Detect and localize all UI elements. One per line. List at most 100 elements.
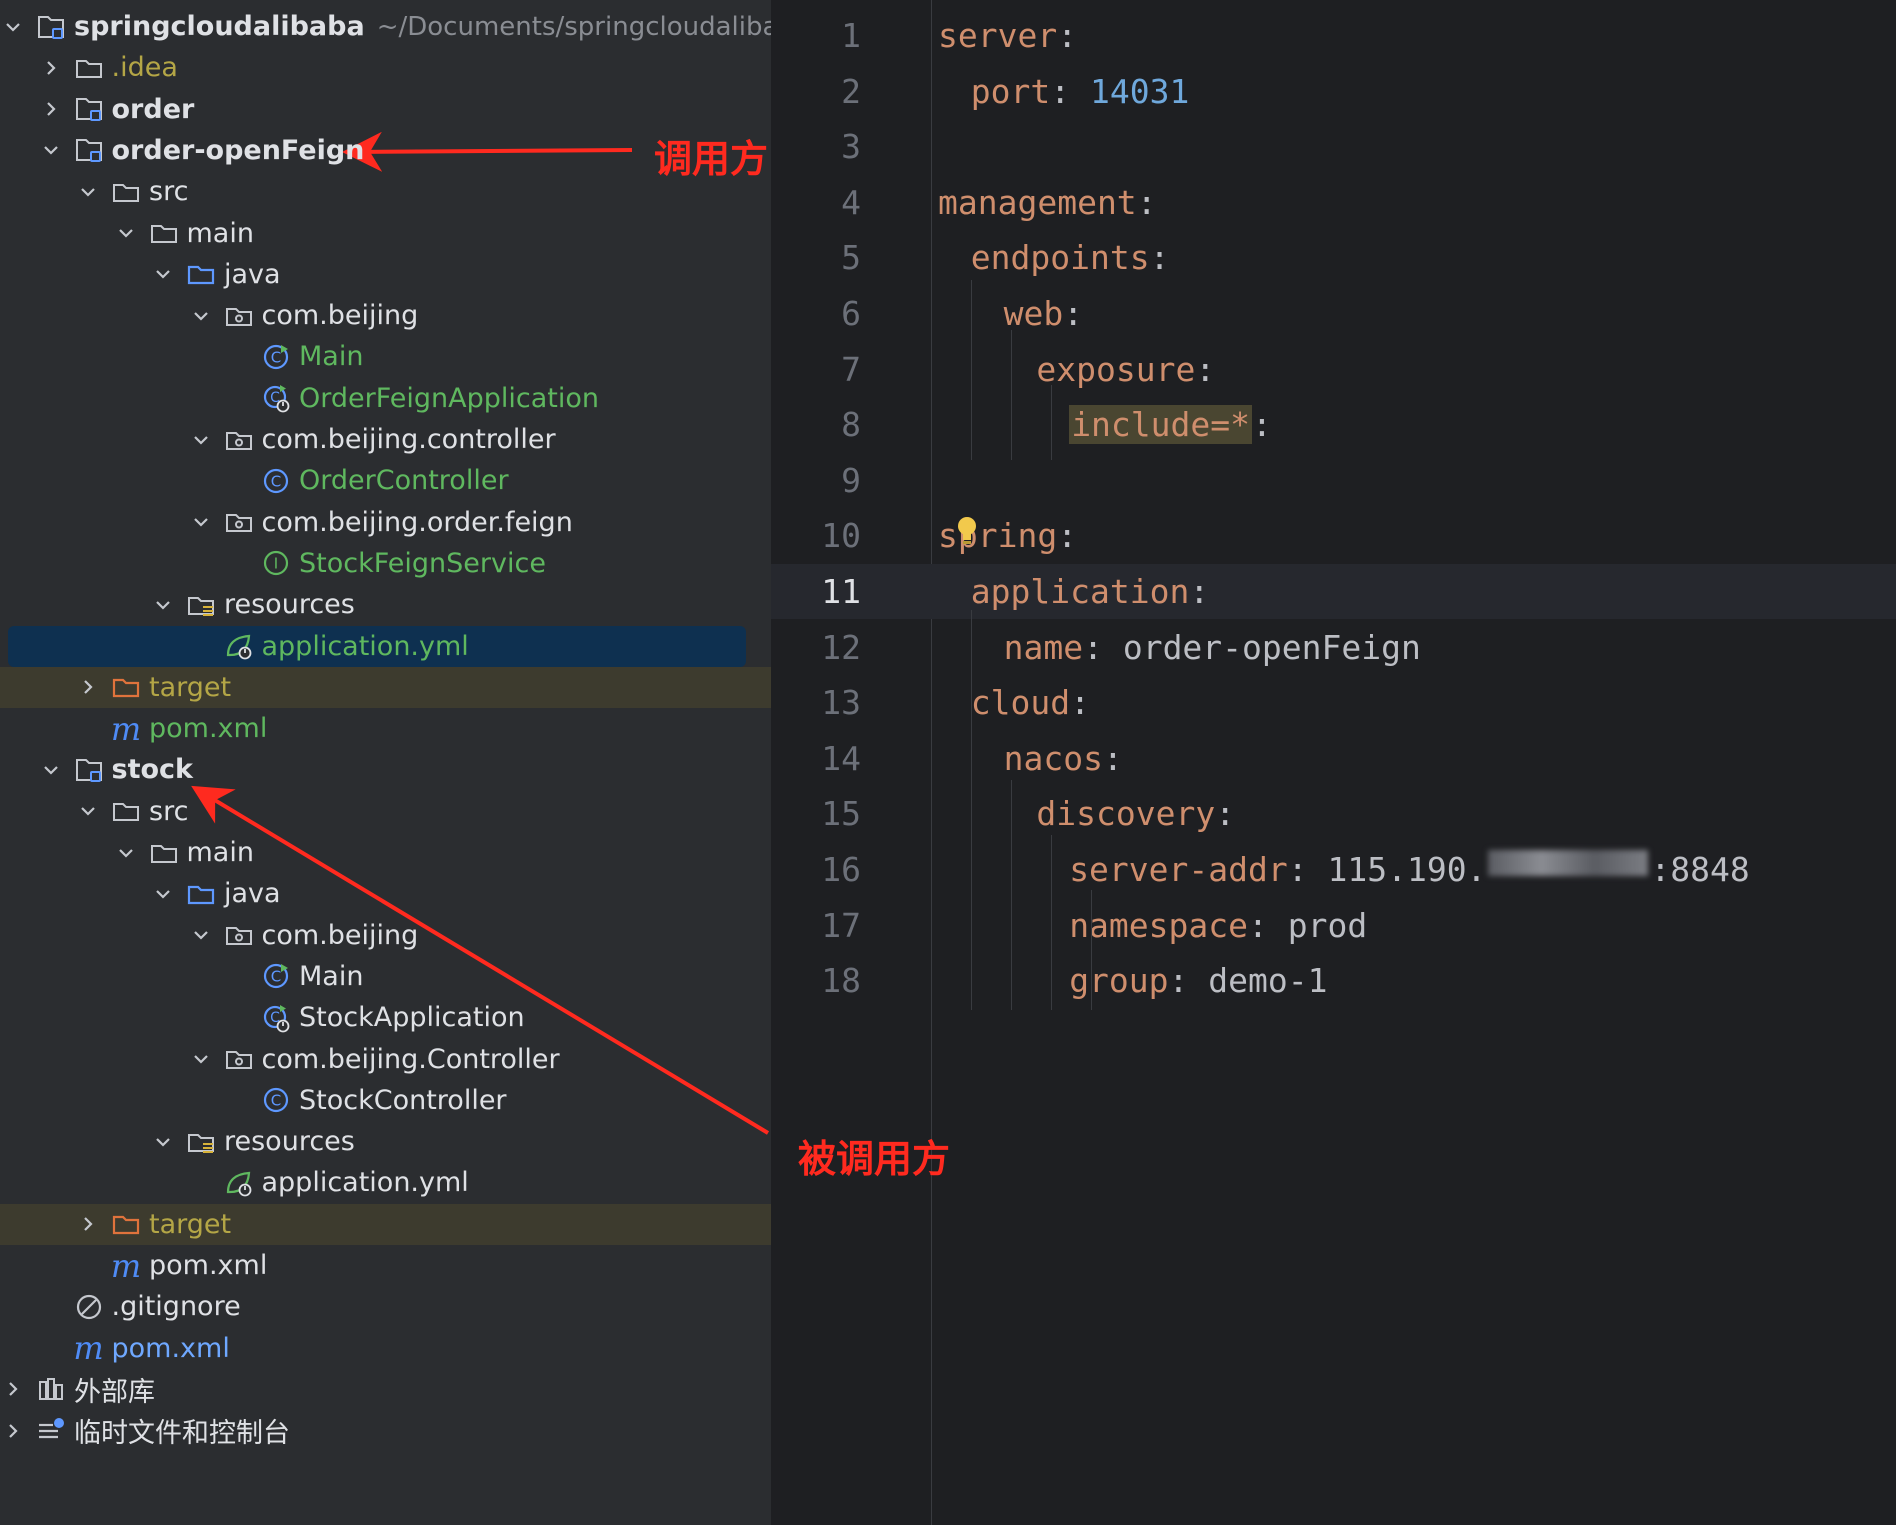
tree-row[interactable]: com.beijing [0, 915, 771, 956]
chevron-down-icon[interactable] [150, 261, 176, 287]
chevron-down-icon[interactable] [113, 220, 139, 246]
chevron-down-icon[interactable] [188, 1046, 214, 1072]
tree-row[interactable]: target [0, 1203, 771, 1245]
chevron-down-icon[interactable] [150, 592, 176, 618]
tree-row[interactable]: 外部库 [0, 1369, 771, 1410]
chevron-down-icon[interactable] [188, 427, 214, 453]
tree-row[interactable]: stock [0, 749, 771, 790]
code-line[interactable]: 3 [771, 119, 1896, 174]
chevron-right-icon[interactable] [38, 96, 64, 122]
package-icon [224, 1044, 254, 1074]
indent-guide [1051, 835, 1052, 1010]
chevron-right-icon[interactable] [0, 1376, 26, 1402]
chevron-down-icon[interactable] [150, 881, 176, 907]
chevron-down-icon[interactable] [188, 922, 214, 948]
chevron-down-icon[interactable] [188, 509, 214, 535]
chevron-right-icon[interactable] [38, 55, 64, 81]
tree-row[interactable]: java [0, 254, 771, 295]
code-token: order-openFeign [1122, 627, 1421, 667]
chevron-down-icon[interactable] [188, 303, 214, 329]
chevron-down-icon[interactable] [0, 14, 26, 40]
tree-row[interactable]: application.yml [0, 625, 771, 667]
chevron-down-icon[interactable] [75, 179, 101, 205]
tree-row[interactable]: .idea [0, 47, 771, 88]
target-folder-icon [111, 672, 141, 702]
code-token: port [970, 71, 1051, 111]
tree-row[interactable]: src [0, 171, 771, 212]
indent-guide [1011, 780, 1012, 1010]
tree-row[interactable]: order-openFeign [0, 130, 771, 171]
maven-icon: m [110, 709, 142, 748]
chevron-down-icon[interactable] [150, 1129, 176, 1155]
svg-text:C: C [271, 1092, 281, 1110]
code-line[interactable]: 9 [771, 453, 1896, 508]
tree-row[interactable]: src [0, 791, 771, 832]
tree-row[interactable]: com.beijing [0, 295, 771, 336]
svg-text:C: C [271, 348, 281, 366]
chevron-right-icon[interactable] [75, 674, 101, 700]
chevron-right-icon[interactable] [0, 1418, 26, 1444]
tree-row-label: .gitignore [111, 1291, 241, 1323]
arrow-to-stock [191, 785, 770, 1135]
code-text: cloud: [971, 683, 1090, 722]
code-token: group [1069, 961, 1169, 1001]
chevron-down-icon[interactable] [38, 137, 64, 163]
tree-row[interactable]: main [0, 832, 771, 873]
lightbulb-icon[interactable] [956, 516, 978, 546]
code-token: spring [938, 516, 1058, 556]
tree-row[interactable]: java [0, 873, 771, 914]
package-icon [224, 301, 254, 331]
tree-row[interactable]: com.beijing.order.feign [0, 502, 771, 543]
tree-row[interactable]: springcloudalibaba~/Documents/springclou… [0, 6, 771, 47]
tree-row[interactable]: order [0, 89, 771, 130]
code-token: demo-1 [1208, 961, 1328, 1001]
folder-icon [111, 796, 141, 826]
tree-row[interactable]: com.beijing.Controller [0, 1039, 771, 1080]
tree-row[interactable]: com.beijing.controller [0, 419, 771, 460]
tree-row[interactable]: application.yml [0, 1162, 771, 1203]
tree-row[interactable]: resources [0, 1121, 771, 1162]
line-number: 15 [821, 794, 861, 834]
tree-row-label: StockApplication [299, 1002, 525, 1034]
chevron-right-icon[interactable] [75, 1211, 101, 1237]
chevron-down-icon[interactable] [75, 798, 101, 824]
svg-text:I: I [274, 555, 278, 573]
tree-row[interactable]: resources [0, 584, 771, 625]
target-folder-icon [111, 1209, 141, 1239]
tree-row[interactable]: main [0, 213, 771, 254]
tree-row[interactable]: 临时文件和控制台 [0, 1410, 771, 1451]
code-token: : [1149, 238, 1170, 278]
tree-row[interactable]: target [0, 666, 771, 708]
chevron-down-icon[interactable] [113, 840, 139, 866]
tree-row[interactable]: .gitignore [0, 1286, 771, 1327]
project-tree-panel[interactable]: springcloudalibaba~/Documents/springclou… [0, 0, 771, 1525]
chevron-down-icon[interactable] [38, 757, 64, 783]
